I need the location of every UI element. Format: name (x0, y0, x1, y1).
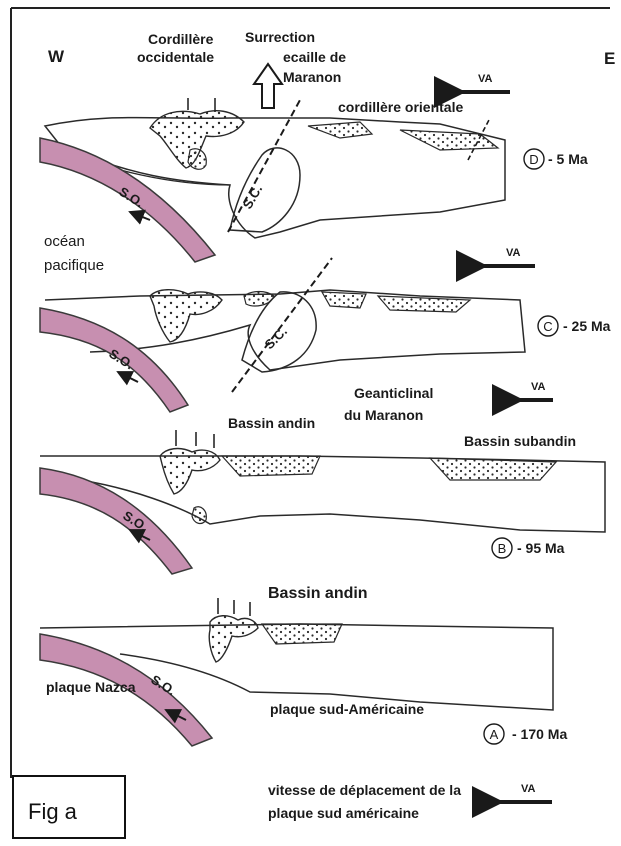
stage-a-age: - 170 Ma (512, 726, 567, 742)
ocean-label-1: océan (44, 233, 85, 250)
stage-b-pluton (192, 507, 206, 524)
stage-a-south-american-label: plaque sud-Américaine (270, 701, 424, 717)
stage-c-arc-east (244, 292, 274, 306)
stage-d-arc-arrows (188, 98, 215, 112)
stage-b-basin-sub (430, 458, 556, 480)
stage-d-age: - 5 Ma (548, 151, 588, 167)
west-label: W (48, 47, 65, 66)
legend-va-label: VA (521, 783, 536, 795)
uplift-arrow-icon (254, 64, 282, 108)
figure-caption: Fig a (28, 799, 77, 825)
figure-caption-box: Fig a (12, 775, 126, 839)
stage-b-basin-sub-label: Bassin subandin (464, 433, 576, 449)
stage-d: S.O. S.C. Cordillère occidentale Surrect… (40, 29, 588, 274)
stage-b-arc-arrows (176, 430, 214, 448)
stage-b-geanticlinal-label-2: du Maranon (344, 407, 423, 423)
stage-b-va-label: VA (531, 381, 546, 393)
stage-b-geanticlinal-label-1: Geanticlinal (354, 385, 433, 401)
uplift-label-3: Maranon (283, 69, 341, 85)
cordillera-west-label-2: occidentale (137, 49, 214, 65)
stage-c-slab-arrow (118, 372, 138, 382)
ocean-label-2: pacifique (44, 257, 104, 274)
cordillera-west-label-1: Cordillère (148, 31, 214, 47)
uplift-label-2: ecaille de (283, 49, 346, 65)
stage-b-id: B (498, 541, 507, 556)
stage-a-arc-arrows (218, 598, 250, 616)
stage-c-va-label: VA (506, 247, 521, 259)
stage-b-arc (160, 449, 220, 494)
stage-d-id: D (529, 152, 538, 167)
stage-c-age: - 25 Ma (563, 318, 611, 334)
stage-d-basin-sub (400, 130, 498, 150)
stage-c-thrust (232, 258, 332, 392)
cordillera-east-label: cordillère orientale (338, 99, 463, 115)
legend-text-line2: plaque sud américaine (268, 805, 419, 821)
stage-b-age: - 95 Ma (517, 540, 565, 556)
stage-b: S.O. Bassin andin Geanticlinal du Marano… (40, 381, 605, 574)
uplift-label-1: Surrection (245, 29, 315, 45)
stage-a: S.O. Bassin andin plaque Nazca plaque su… (40, 585, 567, 746)
stage-d-basin-east (308, 122, 372, 138)
stage-c-id: C (543, 319, 552, 334)
stage-d-va-label: VA (478, 73, 493, 85)
stage-a-basin (262, 624, 342, 644)
stage-a-nazca-label: plaque Nazca (46, 679, 136, 695)
stage-c-arc (150, 290, 222, 342)
stage-a-arc (209, 616, 258, 662)
stage-d-pluton (188, 149, 206, 170)
stage-a-id: A (490, 727, 499, 742)
stage-c-basin-east (322, 292, 366, 308)
legend-text-line1: vitesse de déplacement de la (268, 782, 461, 798)
stage-a-basin-label: Bassin andin (268, 585, 368, 602)
stage-c: S.O. S.C. VA C - 25 Ma (40, 247, 611, 412)
stage-b-basin (222, 456, 320, 476)
stage-b-basin-label: Bassin andin (228, 415, 315, 431)
stage-c-basin-sub (378, 296, 470, 312)
east-label: E (604, 49, 615, 68)
